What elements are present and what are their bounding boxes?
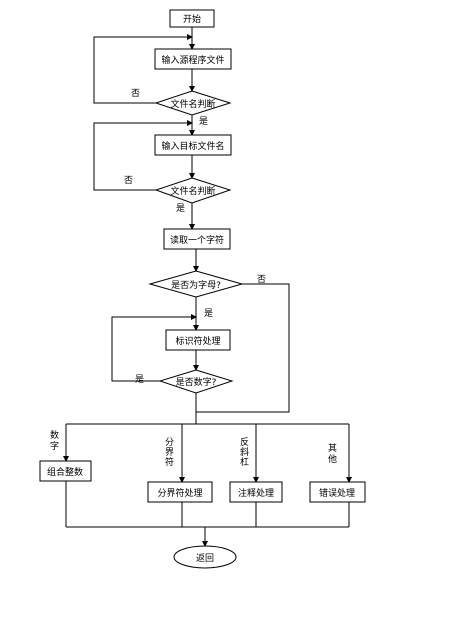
comment-proc-node: 注释处理	[229, 481, 283, 503]
yes-label-2: 是	[176, 203, 185, 214]
is-letter-node: 是否为字母?	[148, 270, 244, 298]
branch-label-delim: 分 界 符	[165, 437, 174, 468]
error-proc-label: 错误处理	[319, 487, 355, 499]
comment-proc-label: 注释处理	[238, 487, 274, 499]
arrow-loop-no-2	[93, 120, 193, 191]
filename-check-1-label: 文件名判断	[170, 98, 215, 110]
branch-label-delim-char: 分	[165, 437, 174, 448]
branch-label-delim-char: 界	[165, 447, 174, 458]
branch-label-digit-char: 数	[50, 429, 59, 441]
yes-label-4: 是	[135, 374, 144, 385]
no-label-2: 否	[124, 175, 133, 186]
connectors	[63, 27, 352, 547]
input-source-node: 输入源程序文件	[154, 48, 232, 70]
identifier-proc-node: 标识符处理	[165, 329, 231, 351]
arrow-letter-no	[196, 283, 290, 413]
input-source-label: 输入源程序文件	[161, 54, 224, 66]
branch-label-other-char: 他	[328, 453, 337, 465]
arrow-loop-digit-yes	[111, 314, 197, 382]
start-node: 开始	[169, 9, 215, 28]
branch-label-slash: 反 斜 杠	[240, 437, 249, 468]
return-label: 返回	[196, 552, 214, 564]
branch-label-delim-char: 符	[165, 456, 174, 468]
identifier-proc-label: 标识符处理	[175, 335, 220, 347]
error-proc-node: 错误处理	[309, 481, 366, 503]
no-label-3: 否	[257, 274, 266, 285]
combine-int-node: 组合整数	[39, 460, 92, 482]
read-char-node: 读取一个字符	[163, 228, 231, 250]
branch-label-digit-char: 字	[50, 440, 59, 452]
combine-int-label: 组合整数	[47, 466, 83, 478]
branch-label-slash-char: 斜	[240, 446, 249, 458]
start-label: 开始	[183, 13, 201, 25]
branch-label-digit: 数 字	[50, 429, 59, 452]
is-digit-node: 是否数字?	[158, 369, 234, 394]
branch-label-other-char: 其	[328, 443, 337, 454]
arrow-loop-no-1	[93, 34, 193, 104]
filename-check-2-node: 文件名判断	[154, 177, 232, 204]
filename-check-2-label: 文件名判断	[170, 185, 215, 197]
read-char-label: 读取一个字符	[170, 234, 224, 246]
input-target-node: 输入目标文件名	[154, 134, 232, 156]
filename-check-1-node: 文件名判断	[154, 90, 232, 116]
input-target-label: 输入目标文件名	[161, 140, 224, 152]
is-digit-label: 是否数字?	[176, 376, 217, 388]
delim-proc-node: 分界符处理	[147, 481, 213, 503]
delim-proc-label: 分界符处理	[157, 487, 202, 499]
branch-label-slash-char: 杠	[240, 456, 249, 468]
branch-label-other: 其 他	[328, 443, 337, 465]
is-letter-label: 是否为字母?	[171, 279, 221, 291]
yes-label-1: 是	[199, 116, 208, 127]
yes-label-3: 是	[204, 308, 213, 319]
no-label-1: 否	[131, 88, 140, 99]
branch-label-slash-char: 反	[240, 437, 249, 448]
return-node: 返回	[173, 545, 237, 569]
